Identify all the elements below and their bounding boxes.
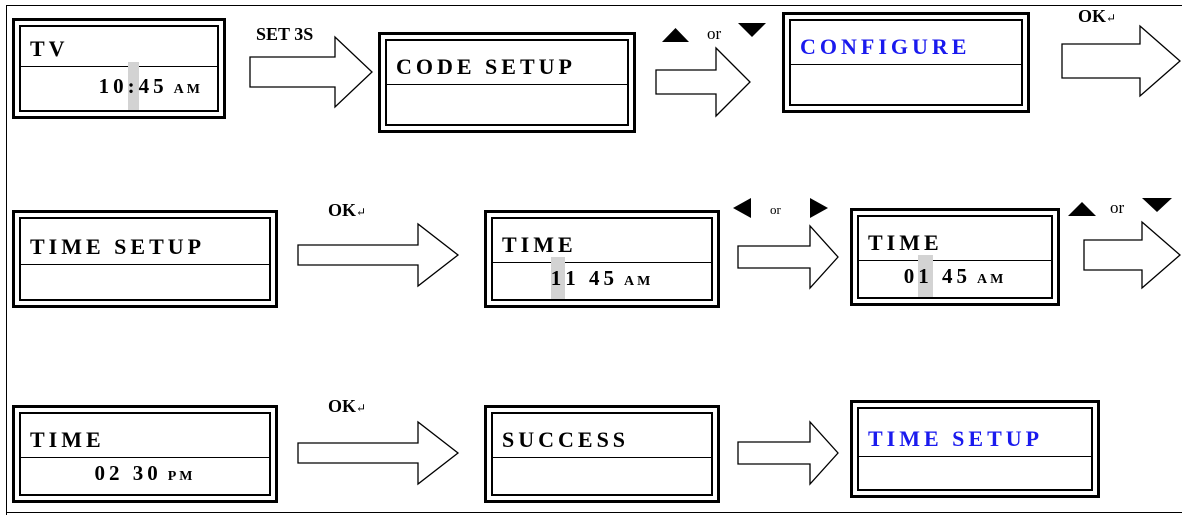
- screen-title-row: CODE SETUP: [387, 41, 627, 85]
- left-triangle-icon: [733, 198, 751, 218]
- time-minute: 45: [588, 266, 618, 290]
- screen-time-final: TIME 02 30 PM: [12, 405, 278, 503]
- set-3s-label: SET 3S: [256, 24, 314, 44]
- screen-tv-clock: TV 10:45 AM: [12, 18, 226, 119]
- frame-left-border: [6, 5, 7, 515]
- hour-digit: 1: [565, 266, 580, 290]
- screen-code-setup: CODE SETUP: [378, 32, 636, 133]
- down-triangle-icon: [738, 23, 766, 37]
- time-period: AM: [976, 272, 1007, 287]
- flow-arrow-7: [297, 420, 460, 486]
- screen-title: TIME: [30, 427, 105, 452]
- time-period: PM: [167, 469, 196, 484]
- screen-time-hour-1: TIME 11 45 AM: [484, 210, 720, 308]
- time-minute: 45: [941, 264, 971, 288]
- time-readout: 11 45 AM: [493, 257, 711, 299]
- clock-period: AM: [173, 82, 203, 97]
- clock-minute: 45: [138, 74, 168, 98]
- frame-bottom-border: [6, 512, 1182, 513]
- time-minute: 30: [132, 461, 162, 485]
- time-period: AM: [623, 274, 654, 289]
- down-triangle-icon: [1142, 198, 1172, 212]
- ok-label: OK↵: [1078, 6, 1117, 26]
- right-triangle-icon: [810, 198, 828, 218]
- screen-title-row: TIME SETUP: [859, 409, 1091, 457]
- screen-title: CODE SETUP: [396, 54, 576, 79]
- clock-readout: 10:45 AM: [21, 62, 217, 110]
- screen-title-row: TV: [21, 27, 217, 67]
- screen-time-setup-menu: TIME SETUP: [12, 210, 278, 308]
- flow-arrow-2: [655, 46, 751, 118]
- flow-arrow-5: [737, 224, 839, 290]
- clock-separator-cursor: :: [127, 62, 139, 110]
- screen-title-row: TIME: [493, 219, 711, 263]
- screen-title: TIME: [868, 230, 943, 255]
- screen-title: SUCCESS: [502, 427, 630, 452]
- frame-top-border: [6, 5, 1182, 6]
- or-label: or: [770, 202, 781, 217]
- flow-arrow-8: [737, 420, 839, 486]
- flow-arrow-6: [1083, 220, 1181, 290]
- hour-digit-cursor: 1: [918, 255, 933, 297]
- ok-label: OK↵: [328, 396, 367, 416]
- hour-digit-cursor: 1: [550, 257, 566, 299]
- hour-digit: 0: [903, 264, 919, 288]
- screen-title: TIME: [502, 232, 577, 257]
- screen-title: TV: [30, 36, 69, 61]
- screen-title-row: TIME: [859, 217, 1051, 261]
- or-label: or: [707, 24, 722, 43]
- time-hour: 02: [94, 461, 124, 485]
- screen-title-row: SUCCESS: [493, 414, 711, 458]
- time-readout: 02 30 PM: [21, 452, 269, 494]
- screen-title-row: TIME: [21, 414, 269, 458]
- clock-hour: 10: [98, 74, 128, 98]
- screen-title: TIME SETUP: [30, 234, 206, 259]
- screen-time-setup-result: TIME SETUP: [850, 400, 1100, 498]
- screen-time-hour-2: TIME 01 45 AM: [850, 208, 1060, 306]
- time-readout: 01 45 AM: [859, 255, 1051, 297]
- screen-success: SUCCESS: [484, 405, 720, 503]
- screen-title-row: CONFIGURE: [791, 21, 1021, 65]
- or-label: or: [1110, 198, 1125, 217]
- screen-title: CONFIGURE: [800, 34, 971, 59]
- flow-arrow-4: [297, 222, 460, 288]
- screen-title-row: TIME SETUP: [21, 219, 269, 265]
- screen-configure: CONFIGURE: [782, 12, 1030, 113]
- flow-arrow-1: [249, 35, 373, 109]
- screen-title: TIME SETUP: [868, 426, 1044, 451]
- up-triangle-icon: [662, 28, 689, 42]
- flow-arrow-3: [1061, 24, 1181, 98]
- up-triangle-icon: [1068, 202, 1096, 216]
- ok-label: OK↵: [328, 200, 367, 220]
